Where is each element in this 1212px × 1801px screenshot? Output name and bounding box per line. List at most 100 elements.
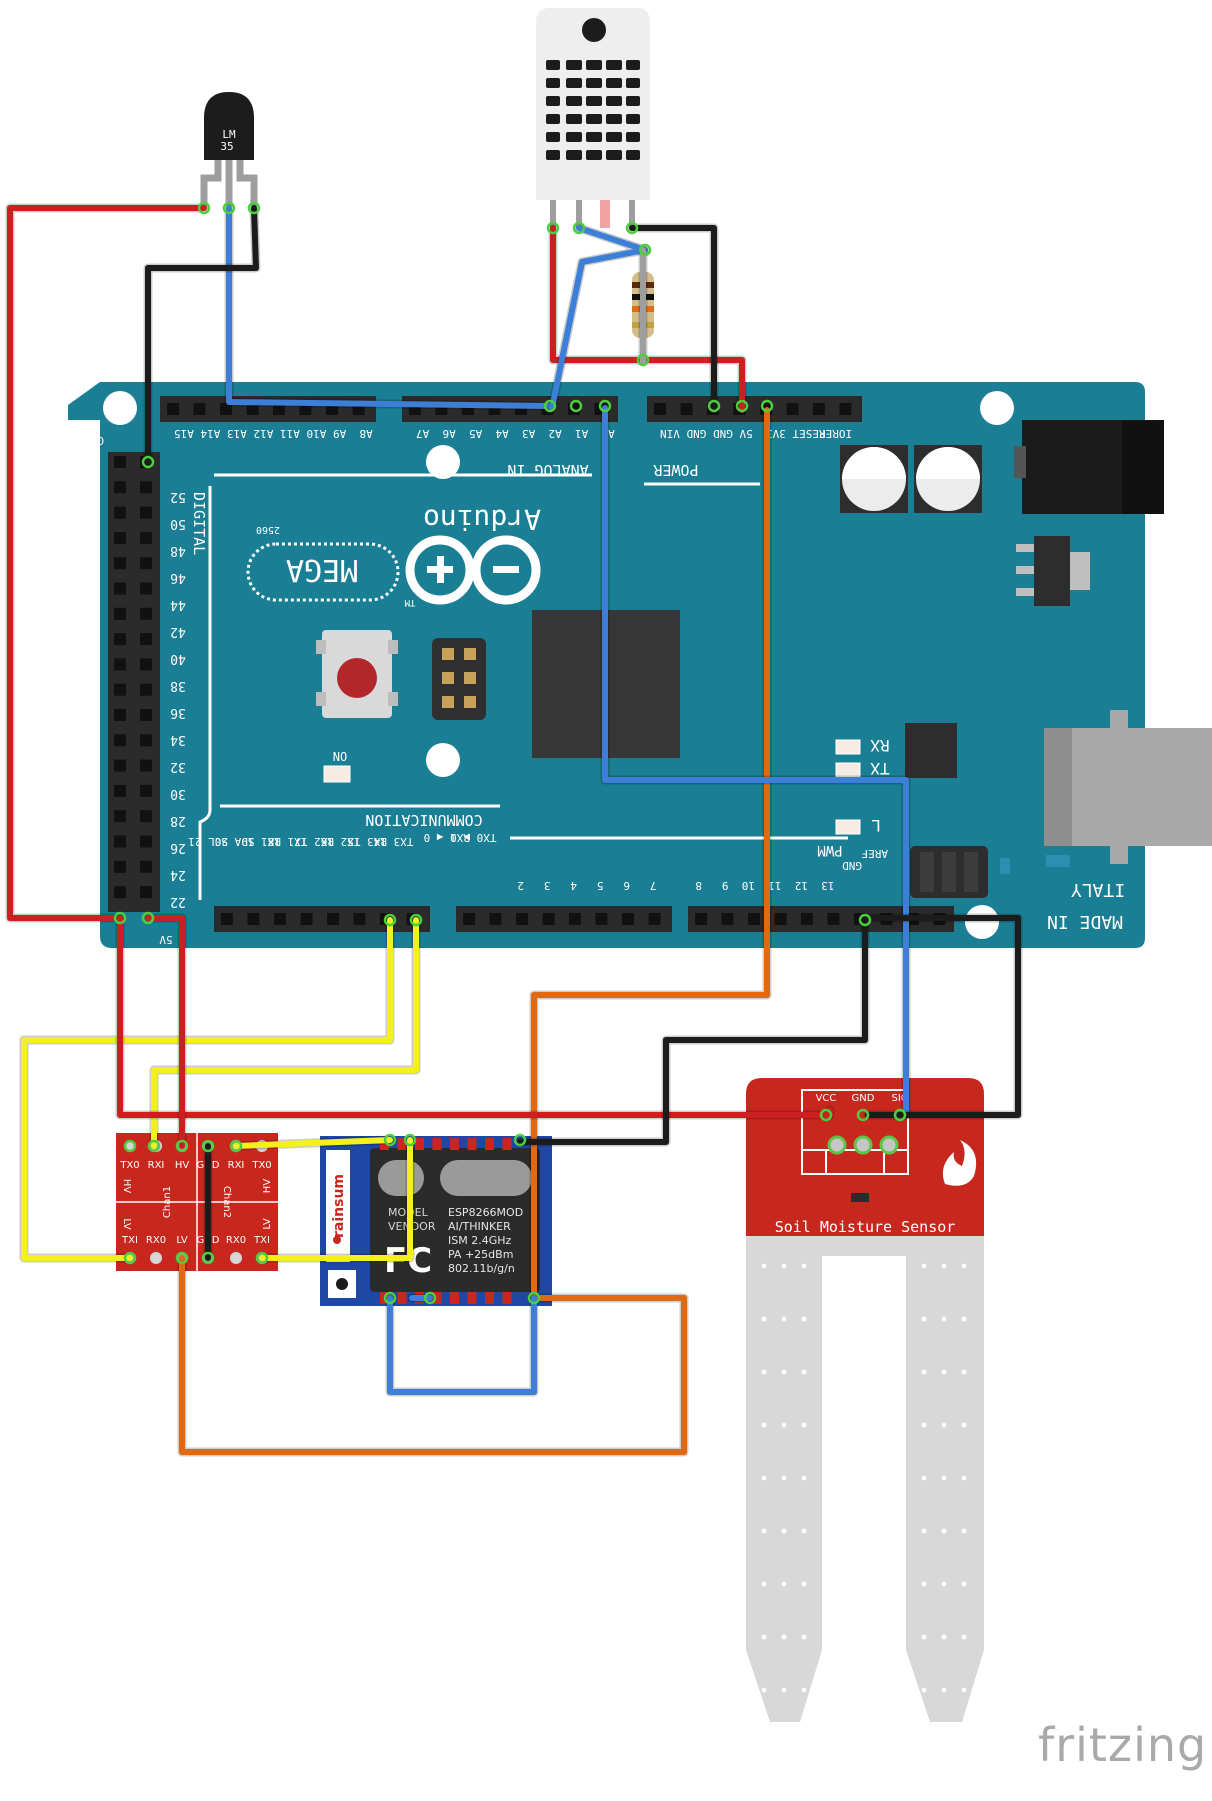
- wire-dht-data[interactable]: [549, 225, 648, 411]
- header-pin: [140, 835, 152, 848]
- connection-marker: [175, 1251, 189, 1265]
- wire-gnd-soil[interactable]: [862, 915, 1021, 1118]
- probe-dot: [781, 1581, 787, 1587]
- analog-pin-label: A12: [254, 427, 274, 440]
- comm-pin-label: RX3 15: [347, 835, 387, 848]
- connection-marker: [383, 1133, 397, 1147]
- probe-dot: [961, 1528, 967, 1534]
- probe-dot: [761, 1634, 767, 1640]
- esp-pin: [485, 1292, 494, 1304]
- digital-pin-label: 26: [170, 840, 186, 855]
- reset-button[interactable]: [316, 630, 398, 718]
- probe-dot: [921, 1475, 927, 1481]
- digital-pin-label: 38: [170, 678, 186, 693]
- pwm-pin-label: 7: [650, 879, 657, 892]
- wire-lm35-gnd[interactable]: [145, 205, 259, 465]
- probe-dot: [801, 1687, 807, 1693]
- probe-dot: [921, 1634, 927, 1640]
- esp-pin: [397, 1292, 407, 1304]
- soil-sensor-pad: [827, 1135, 847, 1155]
- connection-marker: [856, 1108, 870, 1122]
- connection-marker: [625, 221, 639, 235]
- mounting-hole: [103, 391, 137, 425]
- probe-dots: [761, 1263, 967, 1693]
- wire-lm35-vcc[interactable]: [7, 205, 207, 921]
- wire-5v-hv[interactable]: [145, 915, 185, 1149]
- wire-esp-rx[interactable]: [233, 1137, 393, 1149]
- probe-dot: [961, 1687, 967, 1693]
- header-pin: [463, 913, 475, 925]
- level-shifter-channel-label: Chan1: [162, 1186, 173, 1218]
- probe-dot: [921, 1581, 927, 1587]
- esp-antenna-pad: [378, 1160, 424, 1196]
- digital-pin-label: 40: [170, 651, 186, 666]
- grille-slot: [626, 114, 640, 124]
- power-pin-label: VIN: [660, 427, 680, 440]
- analog-pin-label: A5: [469, 427, 482, 440]
- grille-slot: [566, 60, 582, 70]
- header-pin: [114, 506, 126, 519]
- wire-dht-gnd[interactable]: [629, 225, 717, 413]
- wire-rx3[interactable]: [21, 917, 393, 1261]
- probe-dot: [781, 1316, 787, 1322]
- digital-pin-label: 46: [170, 570, 186, 585]
- digital-pin-label: 36: [170, 705, 186, 720]
- wire-lv[interactable]: [179, 1255, 687, 1455]
- grille-slot: [546, 60, 560, 70]
- comm-pin-label: SCL 21: [188, 835, 228, 848]
- header-pin: [114, 683, 126, 696]
- header-pin: [695, 913, 707, 925]
- analog-pin-label: A15: [174, 427, 194, 440]
- mounting-hole: [965, 905, 999, 939]
- grille-slot: [566, 78, 582, 88]
- probe-dot: [801, 1263, 807, 1269]
- silkscreen-frame: [198, 486, 212, 900]
- wire-tx3[interactable]: [151, 917, 419, 1149]
- probe-dot: [801, 1634, 807, 1640]
- probe-dot: [941, 1316, 947, 1322]
- header-pin: [516, 913, 528, 925]
- header-pin: [353, 913, 366, 925]
- analog-pin-label: A1: [575, 427, 588, 440]
- wire-3v3[interactable]: [531, 407, 770, 1301]
- comm-pin-label: TX1 18: [268, 835, 308, 848]
- header-pin: [221, 913, 233, 925]
- connection-marker: [113, 911, 127, 925]
- wires: [5, 201, 1023, 1457]
- rx-led: [835, 739, 861, 755]
- header-pin: [114, 759, 126, 772]
- wire-esp-enable[interactable]: [387, 1295, 537, 1395]
- header-pin: [114, 557, 126, 570]
- wire-esp-tx[interactable]: [259, 1137, 413, 1261]
- header-pin: [246, 403, 259, 415]
- pwm-pin-label: 10: [742, 879, 755, 892]
- connection-marker: [255, 1251, 269, 1265]
- grille-slot: [546, 114, 560, 124]
- header-pin: [680, 403, 693, 415]
- probe-dot: [781, 1369, 787, 1375]
- fivev-label: 5V: [159, 933, 173, 946]
- connection-marker: [893, 1108, 907, 1122]
- wire-gnd-esp[interactable]: [517, 915, 868, 1145]
- probe-dot: [941, 1687, 947, 1693]
- soil-probe-right: [906, 1250, 984, 1722]
- lm35-leg: [236, 154, 258, 206]
- soil-sensor-neck: [746, 1236, 984, 1256]
- digital-header-left: [108, 452, 160, 912]
- header-pin: [786, 403, 799, 415]
- esp-pin: [432, 1292, 442, 1304]
- digital-pin-label: 35: [82, 732, 98, 747]
- wire-lm35-signal[interactable]: [226, 205, 553, 409]
- header-pin: [193, 403, 206, 415]
- header-pin: [114, 784, 126, 797]
- wire-soil-signal[interactable]: [602, 405, 909, 1118]
- digital-pin-label: 32: [170, 759, 186, 774]
- comm-pin-label: TX3 14: [373, 835, 413, 848]
- connection-marker: [201, 1251, 215, 1265]
- probe-dot: [941, 1263, 947, 1269]
- probe-dot: [761, 1316, 767, 1322]
- probe-dot: [801, 1475, 807, 1481]
- mega-logo-frame: [246, 542, 400, 602]
- dht22-mount-hole: [582, 18, 606, 42]
